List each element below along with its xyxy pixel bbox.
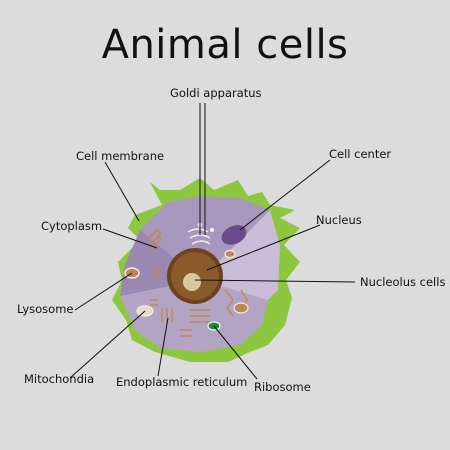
leader-nucleus (206, 224, 321, 271)
label-nucleus: Nucleus (316, 213, 362, 227)
leader-er (157, 317, 169, 377)
mitochondria-shape-2 (233, 302, 249, 314)
leader-cell-center (239, 159, 331, 231)
label-nucleolus: Nucleolus cells (360, 275, 445, 289)
golgi-shape (187, 222, 215, 245)
label-cytoplasm: Cytoplasm (41, 219, 102, 233)
label-mitochondia: Mitochondia (24, 372, 94, 386)
label-er: Endoplasmic reticulum (116, 375, 247, 389)
vesicle-shape (224, 249, 236, 259)
label-ribosome: Ribosome (254, 380, 311, 394)
label-golgi: Goldi apparatus (170, 86, 262, 100)
label-cell-center: Cell center (329, 147, 391, 161)
leader-cell-membrane (104, 161, 140, 222)
leader-ribosome (213, 325, 258, 380)
er-shape (146, 229, 248, 337)
page-title: Animal cells (101, 22, 349, 68)
label-cell-membrane: Cell membrane (76, 149, 164, 163)
leader-mitochondia (69, 310, 146, 379)
nucleus-shape (167, 248, 223, 304)
leader-nucleolus (194, 279, 356, 283)
leader-cytoplasm (102, 228, 158, 249)
leader-lysosome (74, 272, 133, 311)
label-lysosome: Lysosome (17, 302, 74, 316)
